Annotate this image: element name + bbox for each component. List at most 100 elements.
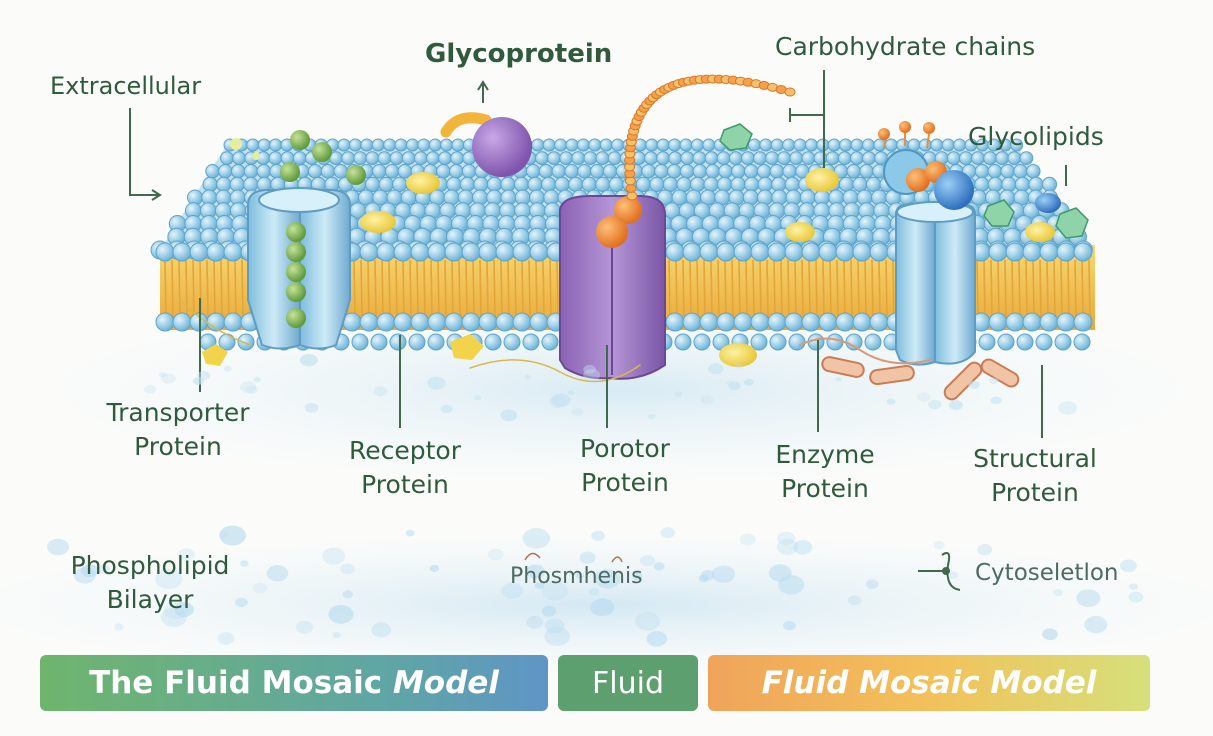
lipid-head (974, 164, 990, 179)
label-glycolipids: Glycolipids (968, 122, 1104, 151)
lipid-head (1022, 312, 1042, 332)
lipid-head (554, 176, 570, 192)
lipid-tail (717, 259, 720, 319)
lipid-head (869, 242, 889, 262)
lipid-head (804, 138, 818, 152)
label-phosmhenis: Phosmhenis (510, 564, 643, 589)
lipid-head (747, 138, 761, 152)
bubble (174, 602, 195, 618)
lipid-head (529, 242, 549, 262)
lipid-tail (171, 259, 174, 319)
bubble (583, 364, 596, 374)
lipid-tail (234, 259, 237, 319)
lipid-tail (213, 259, 216, 319)
lipid-head (461, 164, 477, 179)
lipid-head (666, 164, 682, 179)
lipid-head (852, 176, 868, 192)
bubble (1084, 616, 1108, 634)
bubble (653, 562, 665, 571)
carbohydrate-chain (624, 74, 796, 201)
lipid-head (988, 242, 1008, 262)
lipid-head (206, 242, 226, 262)
lipid-head (1026, 164, 1041, 179)
lipid-head (716, 312, 736, 332)
lipid-head (1035, 333, 1053, 351)
lipid-head (641, 164, 656, 179)
lipid-tail (353, 259, 356, 319)
lipid-head (1056, 312, 1076, 332)
lipid-head (1073, 333, 1091, 351)
lipid-head (292, 151, 307, 165)
lipid-tail (192, 259, 195, 319)
lipid-tail (1018, 259, 1021, 319)
bubble (583, 369, 601, 382)
bubble (865, 579, 879, 589)
lipid-head (378, 176, 394, 192)
bubble (155, 568, 183, 590)
bubble (544, 626, 571, 647)
lipid-head (765, 151, 779, 165)
lipid-tail (1046, 259, 1049, 319)
transporter-protein (247, 187, 351, 350)
bubble (405, 529, 415, 537)
lipid-tail (745, 259, 748, 319)
lipid-tail (430, 259, 433, 319)
lipid-head (389, 151, 404, 165)
lipid-head (370, 333, 388, 351)
bubble (239, 560, 249, 567)
bubble (635, 612, 661, 631)
lipid-head (307, 164, 323, 179)
lipid-head (564, 164, 579, 179)
lipid-tail (227, 259, 230, 319)
bubble (332, 632, 341, 639)
label-phospholipid-line1: Phospholipid (70, 551, 230, 580)
bubble (591, 530, 605, 541)
lipid-head (1014, 176, 1031, 192)
lipid-head (450, 151, 464, 165)
lipid-head (237, 333, 255, 351)
bubble (304, 402, 319, 413)
lipid-tail (766, 259, 769, 319)
lipid-head (864, 333, 882, 351)
lipid-head (1001, 176, 1017, 192)
lipid-head (529, 312, 549, 332)
lipid-head (478, 312, 498, 332)
lipid-tail (836, 259, 839, 319)
bubble (948, 571, 958, 579)
lipid-head (837, 151, 852, 165)
lipid-head (353, 151, 368, 165)
bubble (768, 564, 792, 582)
lipid-head (448, 164, 464, 179)
lipid-head (1013, 164, 1028, 179)
bubble (1120, 559, 1137, 573)
label-receptor-protein: Receptor Protein (320, 434, 490, 502)
lipid-head (428, 138, 442, 152)
lipid-head (531, 138, 545, 152)
lipid-head (459, 176, 475, 192)
lipid-head (918, 138, 932, 152)
lipid-head (359, 312, 379, 332)
lipid-head (1019, 151, 1034, 165)
lipid-head (974, 176, 990, 192)
bubble (266, 565, 289, 582)
lipid-head (801, 242, 821, 262)
lipid-tail (822, 259, 825, 319)
lipid-head (818, 312, 838, 332)
lipid-head (446, 176, 462, 192)
lipid-head (801, 312, 821, 332)
lipid-head (740, 151, 755, 165)
bubble (340, 563, 355, 575)
lipid-head (777, 151, 792, 165)
lipid-head (767, 312, 787, 332)
lipid-head (827, 138, 841, 152)
lipid-head (608, 176, 624, 192)
lipid-tail (843, 259, 846, 319)
lipid-head (232, 151, 246, 165)
lipid-tail (465, 259, 468, 319)
bubble (700, 395, 714, 405)
lipid-head (376, 242, 396, 262)
chain-bead (626, 191, 638, 201)
lipid-head (541, 333, 559, 351)
lipid-head (595, 151, 610, 165)
